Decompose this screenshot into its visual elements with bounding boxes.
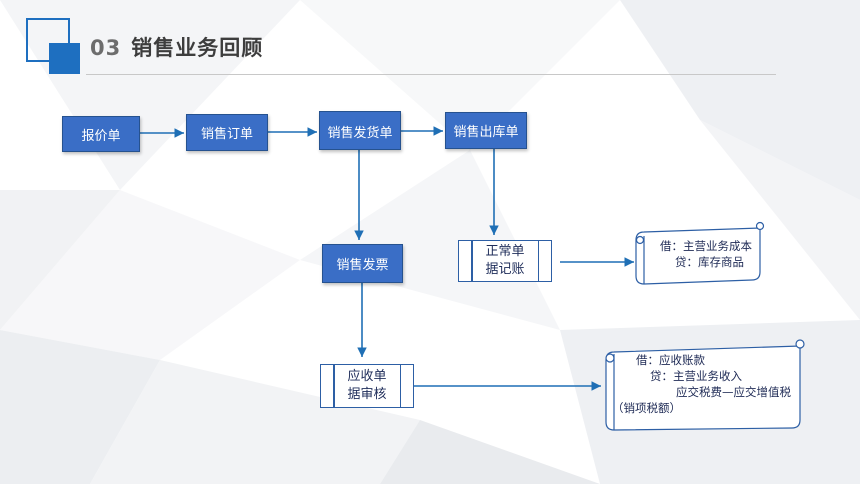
- receivable-entry-scroll: [605, 339, 805, 431]
- sales-order-box[interactable]: 销售订单: [186, 114, 268, 151]
- outbound-note-label: 销售出库单: [453, 125, 519, 140]
- voucher-normal-box[interactable]: 正常单 据记账: [458, 240, 552, 282]
- receivable-entry-credit: 贷：主营业务收入: [650, 369, 742, 383]
- voucher-receivable-box[interactable]: 应收单 据审核: [320, 364, 414, 408]
- voucher-receivable-line1: 应收单: [347, 369, 387, 384]
- voucher-receivable-line2: 据审核: [347, 387, 387, 402]
- quote-label: 报价单: [81, 128, 121, 144]
- receivable-entry-debit: 借：应收账款: [636, 353, 705, 367]
- cost-entry-credit: 贷：库存商品: [675, 255, 744, 269]
- decor-square-fill: [49, 43, 80, 74]
- section-title: 销售业务回顾: [131, 36, 264, 60]
- right-bar: [537, 241, 539, 281]
- receivable-entry-credit3: （销项税额）: [612, 401, 681, 415]
- voucher-normal-line1: 正常单: [485, 244, 525, 259]
- section-number: 03: [90, 36, 122, 60]
- decor-square-outline: [26, 18, 70, 62]
- delivery-note-box[interactable]: 销售发货单: [319, 111, 401, 150]
- right-bar: [399, 365, 401, 407]
- left-bar: [471, 241, 473, 281]
- left-bar: [333, 365, 335, 407]
- cost-entry-debit: 借：主营业务成本: [660, 239, 752, 253]
- title-divider: [86, 74, 776, 75]
- outbound-note-box[interactable]: 销售出库单: [445, 112, 527, 149]
- receivable-entry-credit2: 应交税费—应交增值税: [676, 385, 791, 399]
- cost-entry-scroll: [635, 221, 765, 285]
- voucher-normal-line2: 据记账: [485, 262, 525, 277]
- quote-box[interactable]: 报价单: [62, 116, 140, 152]
- sales-order-label: 销售订单: [200, 127, 253, 142]
- delivery-note-label: 销售发货单: [327, 126, 393, 141]
- page-title: 03 销售业务回顾: [90, 32, 263, 62]
- invoice-label: 销售发票: [336, 258, 389, 273]
- invoice-box[interactable]: 销售发票: [322, 244, 403, 283]
